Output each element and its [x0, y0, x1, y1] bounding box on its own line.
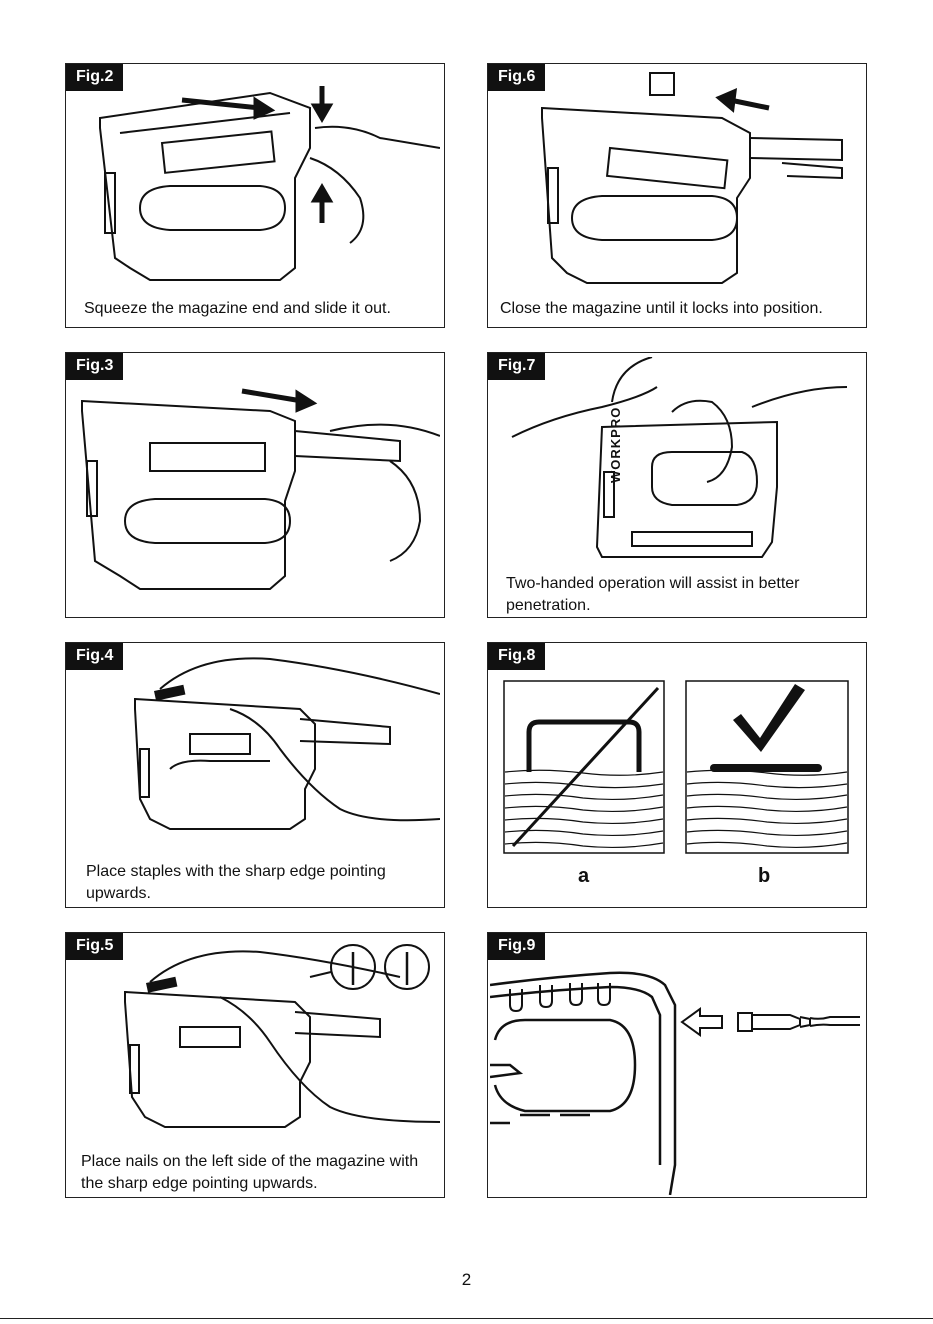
figure-label: Fig.2 [66, 64, 124, 91]
figure-label: Fig.5 [66, 933, 124, 960]
stapler-illustration [124, 944, 440, 1128]
figure-panel-fig2: Fig.2 Squeeze the magazine end and slide… [65, 63, 445, 328]
power-cord-illustration [490, 971, 860, 1195]
option-label-b: b [758, 865, 771, 887]
figure-caption: Place staples with the sharp edge pointi… [86, 863, 386, 902]
page-number: 2 [461, 1270, 472, 1289]
figure-label: Fig.4 [66, 643, 124, 670]
stapler-illustration [81, 388, 440, 590]
figure-panel-fig3: Fig.3 [65, 352, 445, 618]
figure-label: Fig.8 [488, 643, 546, 670]
stapler-illustration [99, 86, 440, 281]
stapler-illustration [541, 72, 843, 284]
figure-panel-fig4: Fig.4 Place staples with the sharp edge … [65, 642, 445, 908]
stapler-illustration [134, 657, 440, 830]
figure-caption: Two-handed operation will assist in bett… [506, 575, 800, 614]
brand-logo: WORKPRO [608, 406, 623, 483]
figure-panel-fig7: Fig.7 WORKPRO Two-handed operation will … [487, 352, 867, 618]
figure-caption: Squeeze the magazine end and slide it ou… [84, 300, 391, 317]
figure-panel-fig6: Fig.6 Close the magazine until it locks … [487, 63, 867, 328]
correct-staple-illustration [685, 680, 849, 854]
footer-divider [0, 1318, 933, 1319]
option-label-a: a [578, 865, 590, 887]
figure-panel-fig9: Fig.9 [487, 932, 867, 1198]
figure-label: Fig.3 [66, 353, 124, 380]
incorrect-staple-illustration [503, 680, 665, 854]
stapler-illustration [511, 357, 848, 558]
figure-label: Fig.9 [488, 933, 546, 960]
figure-panel-fig5: Fig.5 Place nails on the left side of th… [65, 932, 445, 1198]
figure-panel-fig8: Fig.8 a b [487, 642, 867, 908]
figure-label: Fig.7 [488, 353, 546, 380]
figure-caption: Place nails on the left side of the maga… [81, 1153, 419, 1192]
figure-label: Fig.6 [488, 64, 546, 91]
figure-caption: Close the magazine until it locks into p… [500, 300, 823, 317]
